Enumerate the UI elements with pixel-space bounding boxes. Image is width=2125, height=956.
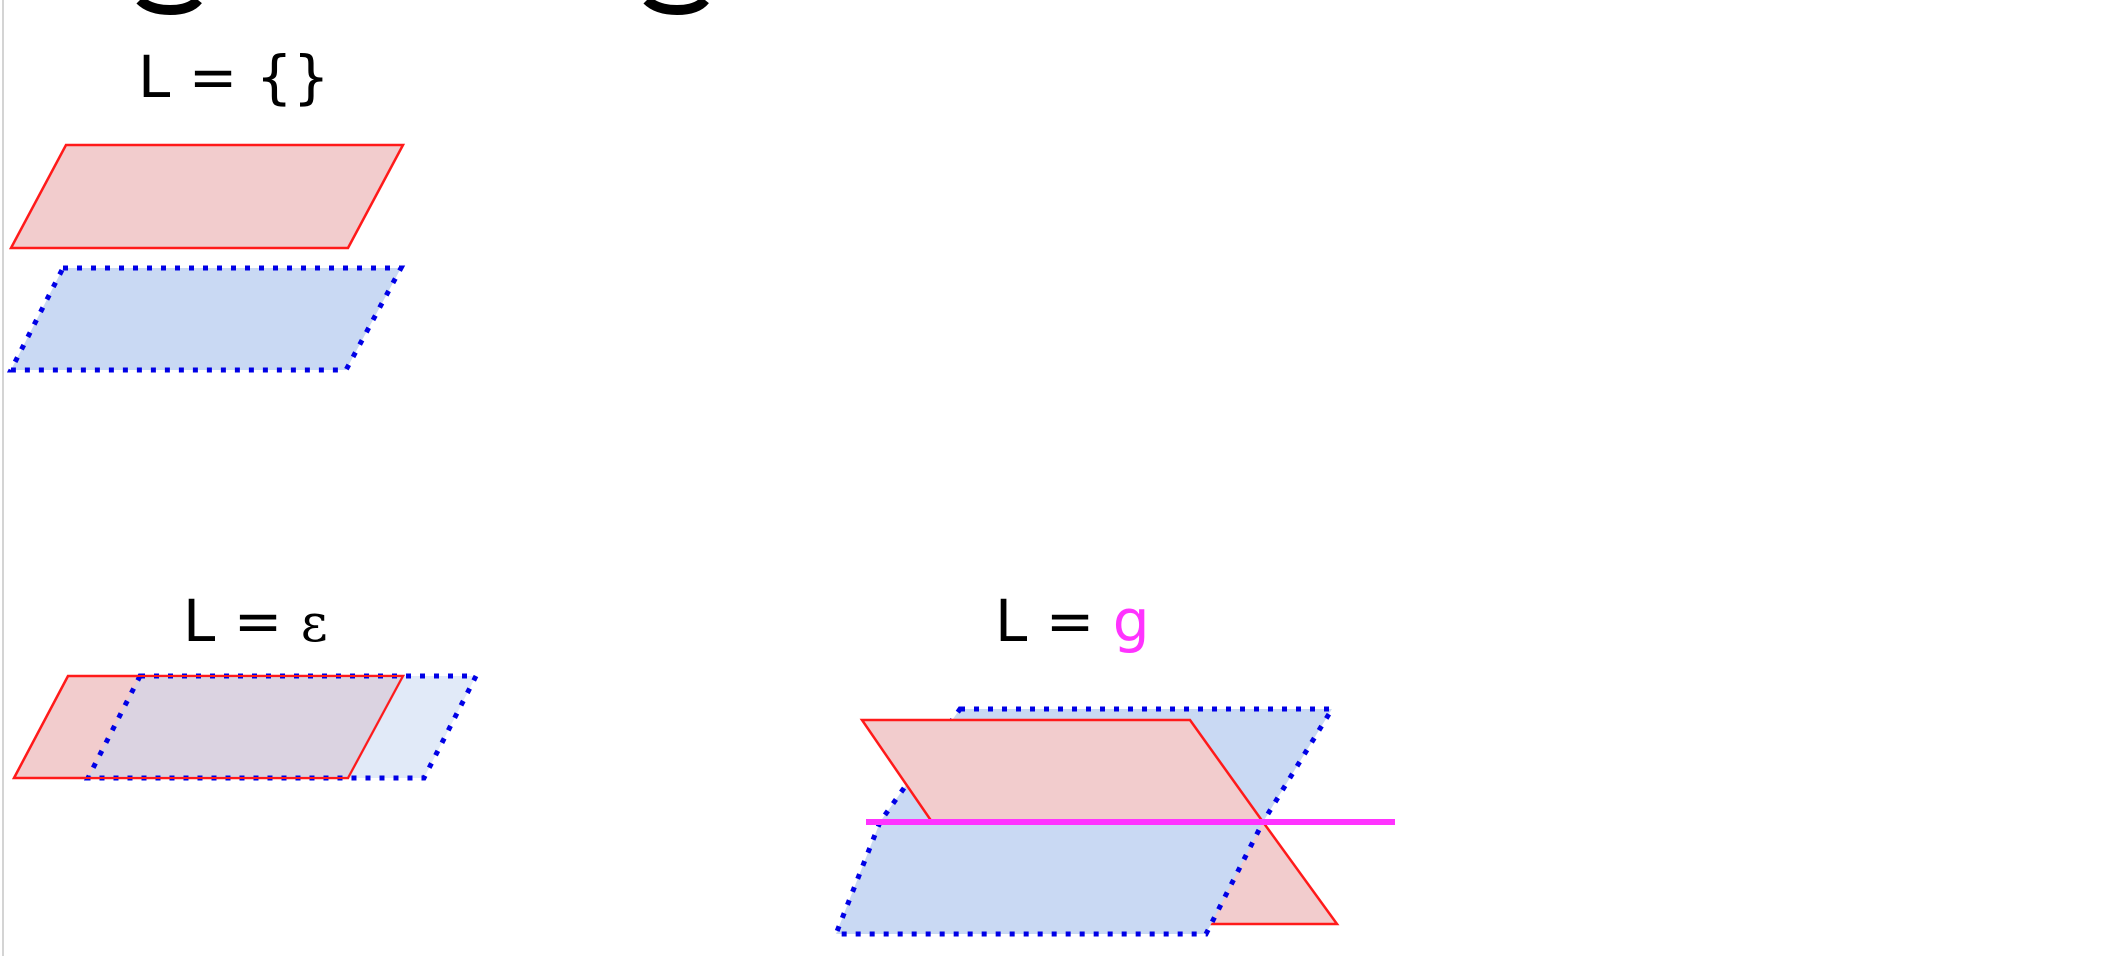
- disjoint-blue-plane: [6, 265, 406, 373]
- coincident-label: L = ε: [183, 592, 328, 650]
- disjoint-label-value: {}: [255, 43, 330, 111]
- clipped-heading-fragment-right: [643, 0, 709, 16]
- coincident-blue-plane: [83, 673, 481, 781]
- coincident-label-value: ε: [300, 594, 328, 654]
- left-border-rule: [2, 0, 4, 956]
- disjoint-label-prefix: L =: [138, 43, 256, 111]
- coincident-red-outline: [12, 675, 405, 779]
- intersecting-blue-plane-lower: [832, 819, 1268, 937]
- disjoint-label: L = {}: [138, 48, 330, 106]
- intersecting-label-value: g: [1112, 587, 1150, 655]
- disjoint-red-plane: [8, 143, 406, 250]
- intersecting-label: L = g: [995, 592, 1150, 650]
- coincident-label-prefix: L =: [183, 587, 301, 655]
- clipped-heading-fragment-left: [136, 0, 202, 16]
- intersecting-label-prefix: L =: [995, 587, 1113, 655]
